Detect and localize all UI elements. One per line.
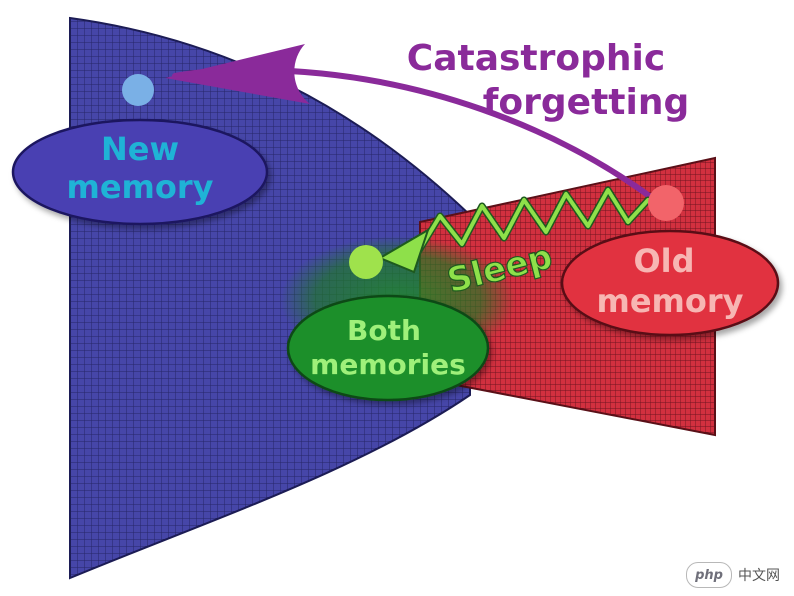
title-line-1: Catastrophic (407, 38, 665, 79)
title-line-2: forgetting (483, 82, 690, 123)
sleep-zigzag-arrow-highlight-icon (398, 188, 650, 264)
watermark: php 中文网 (686, 560, 780, 590)
old-memory-ellipse (560, 229, 780, 337)
php-logo: php (686, 562, 732, 588)
new-memory-label-line-1: New (101, 130, 179, 168)
new-memory-dot-icon (122, 74, 154, 106)
both-memories-label-line-2: memories (310, 348, 466, 381)
new-memory-label-line-2: memory (66, 168, 213, 206)
both-memories-ellipse (286, 294, 490, 402)
old-memory-dot-icon (648, 185, 684, 221)
new-memory-ellipse (11, 118, 269, 226)
both-memories-dot-icon (349, 245, 383, 279)
both-memories-label-line-1: Both (347, 314, 421, 347)
sleep-arrowhead-icon (377, 227, 430, 274)
watermark-text: 中文网 (738, 568, 780, 584)
old-memory-label-line-2: memory (596, 282, 743, 320)
old-memory-label-line-1: Old (633, 242, 694, 280)
catastrophic-arrowhead-icon (165, 44, 310, 104)
